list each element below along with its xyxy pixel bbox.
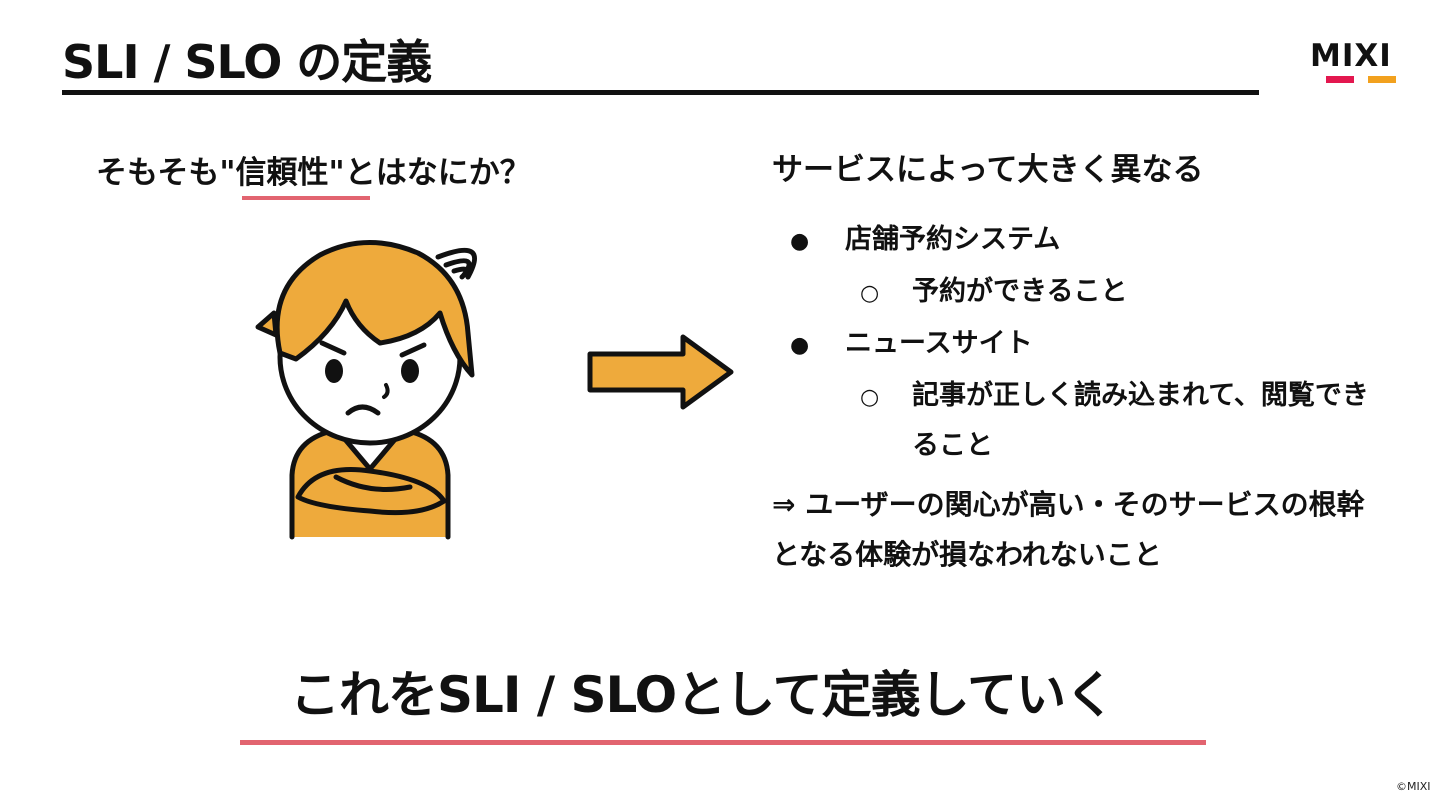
bullet: ●	[790, 229, 810, 254]
list-item-label: ニュースサイト	[845, 328, 1033, 359]
logo-bar-orange	[1368, 76, 1396, 83]
question-text: そもそも"信頼性"とはなにか？	[96, 146, 536, 200]
mixi-logo: MIXI	[1310, 40, 1404, 86]
logo-text: MIXI	[1310, 38, 1392, 74]
right-heading: サービスによって大きく異なる	[772, 152, 1204, 188]
arrow-right-icon	[587, 334, 734, 410]
list-item: ● ニュースサイト	[790, 319, 1390, 371]
question-highlight-underline	[242, 196, 370, 200]
sub-list-item-label: 予約ができること	[912, 276, 1128, 307]
question-suffix: とはなにか？	[344, 155, 531, 191]
logo-bar-red	[1326, 76, 1354, 83]
question-highlight: "信頼性"	[219, 155, 345, 191]
list-item: ● 店舗予約システム	[790, 215, 1390, 267]
sub-list-item: ○ 記事が正しく読み込まれて、閲覧できること	[790, 371, 1390, 471]
confused-person-arms-crossed-icon	[255, 240, 477, 540]
summary-statement: これをSLI / SLOとして定義していく	[290, 666, 1115, 724]
question-prefix: そもそも	[96, 155, 220, 191]
copyright-notice: ©MIXI	[1396, 780, 1431, 793]
conclusion-text: ⇒ ユーザーの関心が高い・そのサービスの根幹となる体験が損なわれないこと	[772, 488, 1365, 571]
sub-bullet: ○	[860, 281, 880, 306]
summary-underline	[240, 740, 1206, 745]
sub-list-item-label: 記事が正しく読み込まれて、閲覧できること	[912, 380, 1369, 461]
sub-list-item: ○ 予約ができること	[790, 267, 1390, 319]
title-divider	[62, 90, 1259, 95]
list-item-label: 店舗予約システム	[845, 224, 1061, 255]
example-list: ● 店舗予約システム ○ 予約ができること ● ニュースサイト ○ 記事が正しく読み込ま…	[790, 215, 1390, 471]
slide-title: SLI / SLO の定義	[62, 35, 432, 89]
bullet: ●	[790, 333, 810, 358]
sub-bullet: ○	[860, 385, 880, 410]
